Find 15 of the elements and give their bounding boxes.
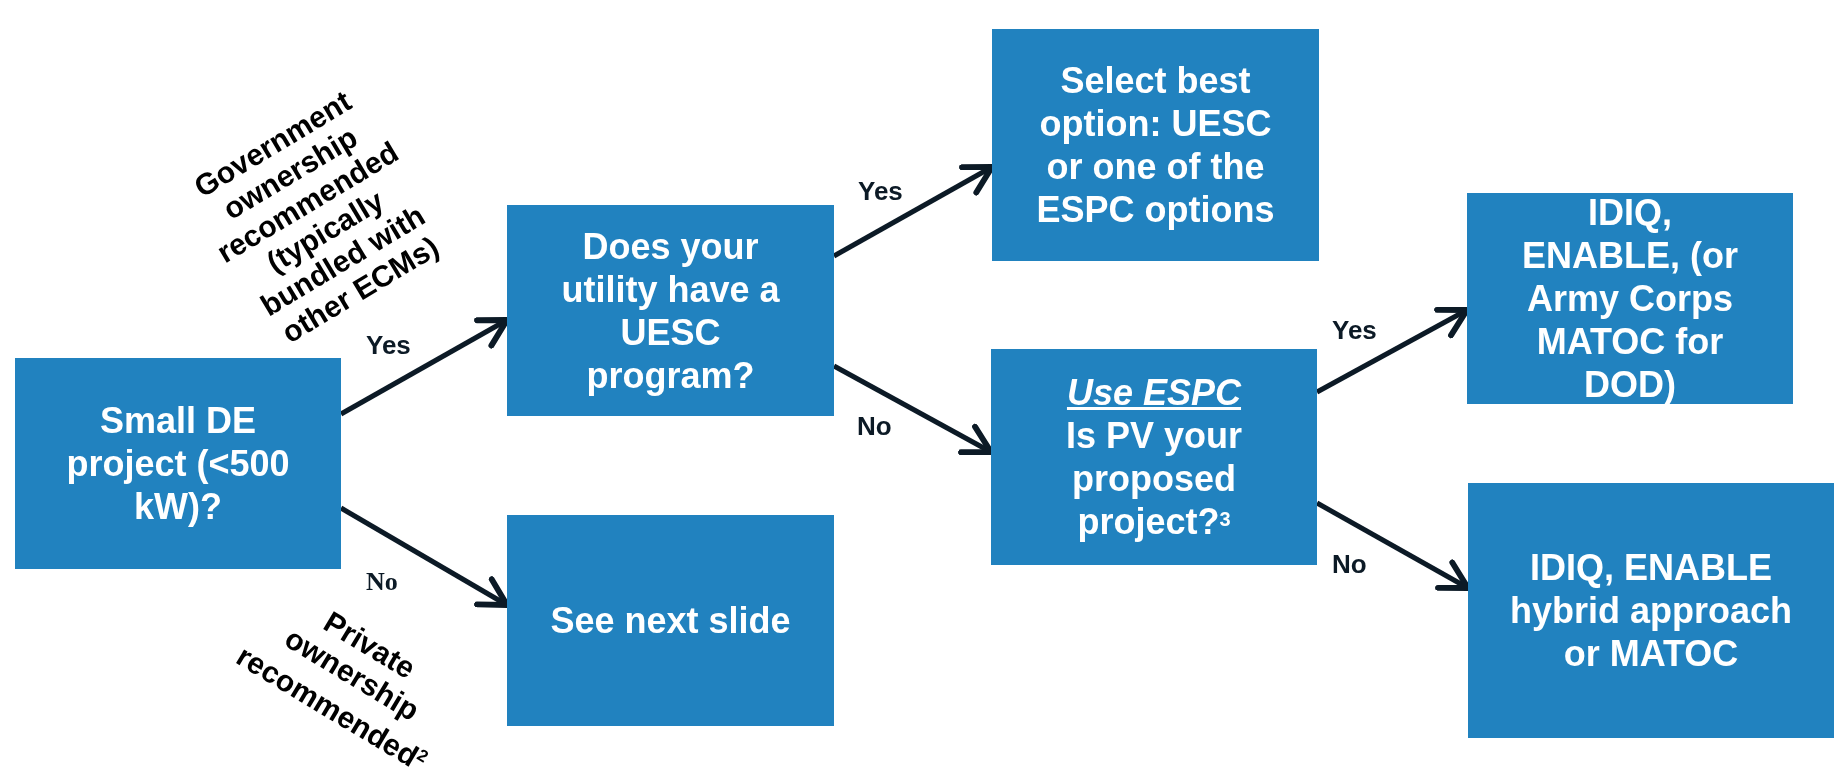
process-box <box>1467 193 1793 404</box>
process-box <box>507 205 834 416</box>
box-text: IDIQ, ENABLE hybrid approach or MATOC <box>1508 546 1793 675</box>
box-text: See next slide <box>550 599 791 642</box>
box-text: IDIQ, ENABLE, (or Army Corps MATOC for DOD) <box>1521 191 1739 406</box>
process-box <box>992 29 1319 261</box>
process-box <box>507 515 834 726</box>
box-text: Select best option: UESC or one of the ESPC options <box>1035 59 1276 231</box>
box-text: Small DE project (<500 kW)? <box>65 399 291 528</box>
process-box <box>15 358 341 569</box>
box-heading: Use ESPC <box>1066 371 1242 414</box>
box-text: Is PV your proposed project?$^{3}$ <box>1064 414 1244 543</box>
process-box <box>1468 483 1834 738</box>
box-text: Does your utility have a UESC program? <box>560 224 781 397</box>
process-box <box>991 349 1317 565</box>
